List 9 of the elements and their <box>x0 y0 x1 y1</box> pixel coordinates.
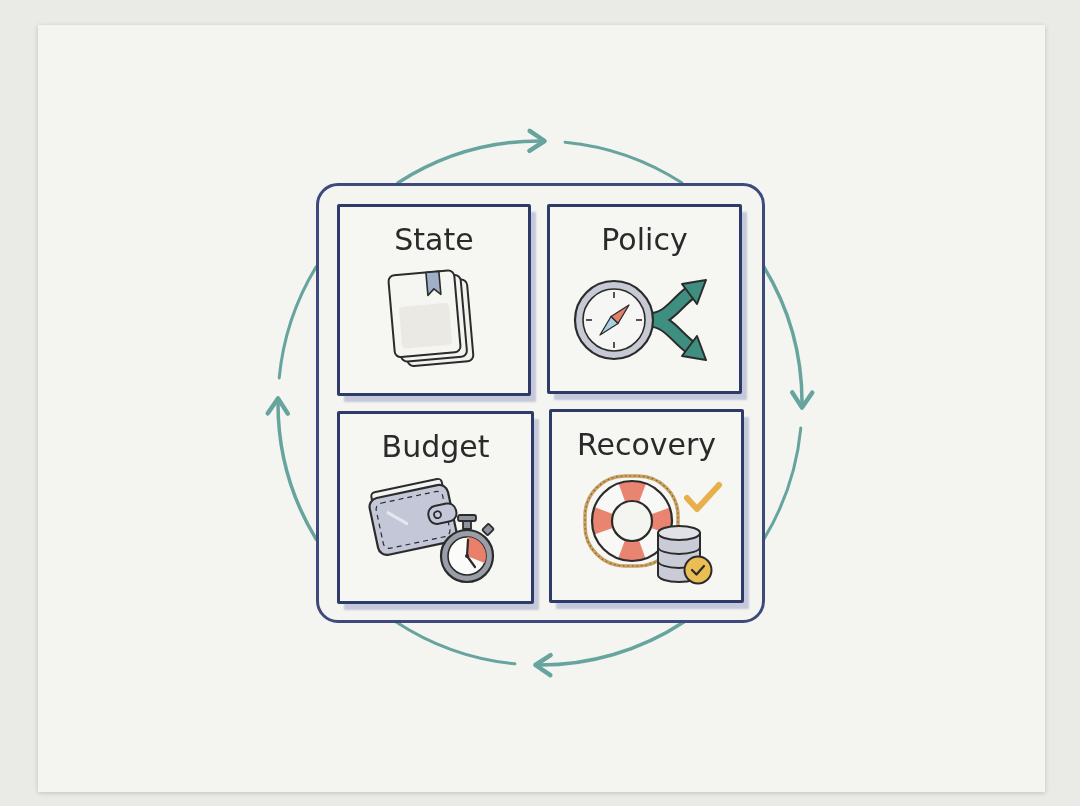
concept-card <box>337 411 534 604</box>
concept-card <box>547 204 742 394</box>
card-title: Budget <box>380 428 491 466</box>
concept-card <box>549 409 744 603</box>
card-title: Policy <box>600 221 689 259</box>
rounded-frame <box>316 183 765 623</box>
card-title: Recovery <box>575 426 718 464</box>
card-title: State <box>393 221 475 259</box>
concept-card <box>337 204 531 396</box>
